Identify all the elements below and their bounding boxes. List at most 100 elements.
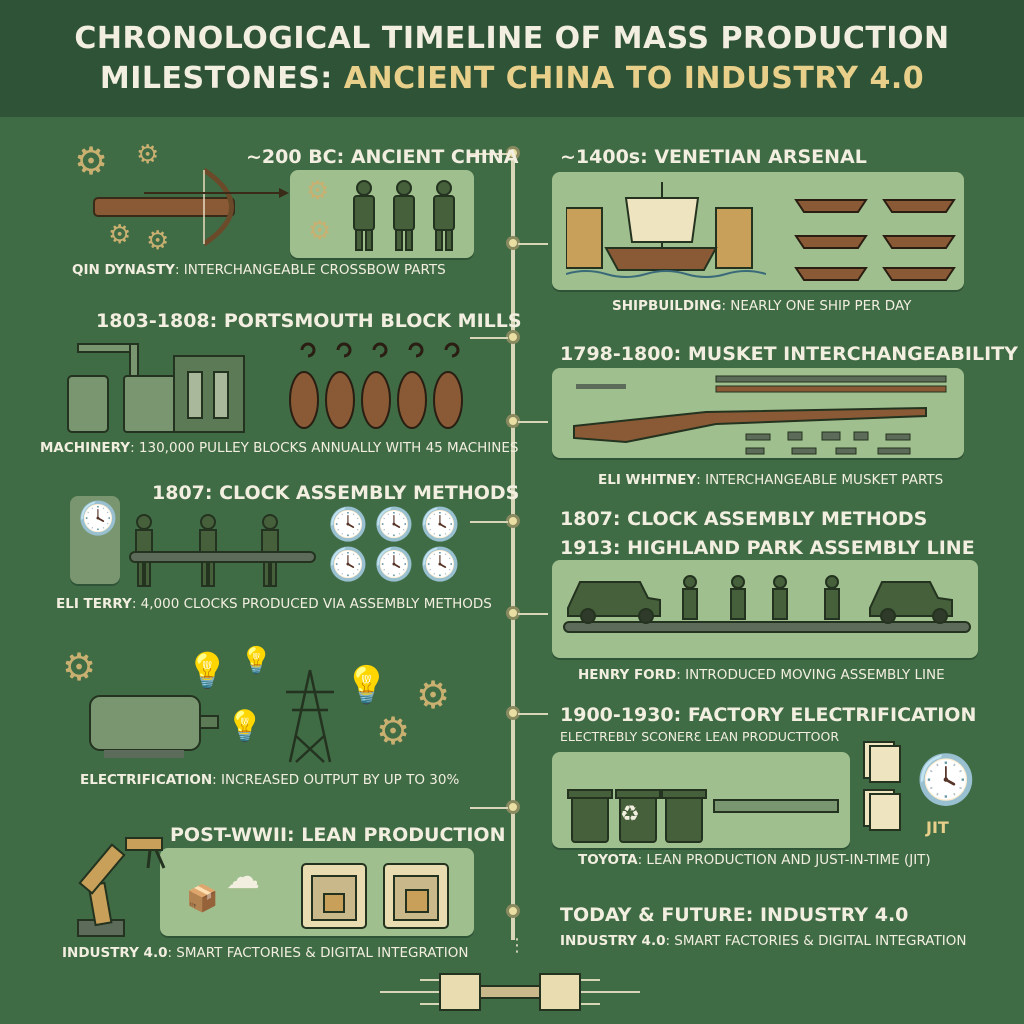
right-milestone-title-3a: 1807: CLOCK ASSEMBLY METHODS bbox=[560, 508, 928, 530]
caption-bold: HENRY FORD bbox=[578, 667, 677, 683]
right-caption-1: SHIPBUILDING: NEARLY ONE SHIP PER DAY bbox=[612, 298, 911, 314]
caption-bold: ELI TERRY bbox=[56, 596, 132, 612]
caption-bold: ELI WHITNEY bbox=[598, 472, 697, 488]
left-caption-5: INDUSTRY 4.0: SMART FACTORIES & DIGITAL … bbox=[62, 945, 468, 961]
musket-icon bbox=[573, 375, 947, 455]
caption-bold: ELECTRIFICATION bbox=[80, 772, 213, 788]
clock-cabinet bbox=[70, 496, 120, 584]
gear-icon: ⚙ bbox=[108, 220, 132, 250]
right-caption-5: INDUSTRY 4.0: SMART FACTORIES & DIGITAL … bbox=[560, 933, 966, 949]
clock-icon: 🕓 bbox=[328, 545, 368, 583]
plug-connector-icon bbox=[380, 973, 640, 1011]
clock-icon: 🕓 bbox=[420, 545, 460, 583]
caption-bold: INDUSTRY 4.0 bbox=[62, 945, 168, 961]
caption-text: : SMART FACTORIES & DIGITAL INTEGRATION bbox=[665, 933, 967, 949]
documents-icon bbox=[863, 741, 901, 831]
terracotta-warriors-icon bbox=[353, 180, 455, 251]
gear-icon: ⚙ bbox=[306, 176, 330, 206]
timeline-node bbox=[506, 800, 520, 814]
clock-icon: 🕓 bbox=[78, 499, 118, 537]
right-caption-3: HENRY FORD: INTRODUCED MOVING ASSEMBLY L… bbox=[578, 667, 945, 683]
caption-text: : SMART FACTORIES & DIGITAL INTEGRATION bbox=[167, 945, 469, 961]
clock-icon: 🕓 bbox=[420, 505, 460, 543]
right-subtitle-4: ELECTREBLY SCONERƐ LEAN PRODUCTTOOR bbox=[560, 729, 839, 744]
left-milestone-title-2: 1803-1808: PORTSMOUTH BLOCK MILLS bbox=[96, 310, 522, 332]
recycle-bins-icon bbox=[567, 789, 839, 843]
gear-icon: ⚙ bbox=[62, 645, 97, 689]
page-title-highlight: ANCIENT CHINA TO INDUSTRY 4.0 bbox=[343, 60, 925, 96]
timeline-spine bbox=[511, 150, 515, 940]
caption-bold: INDUSTRY 4.0 bbox=[560, 933, 666, 949]
header: CHRONOLOGICAL TIMELINE OF MASS PRODUCTIO… bbox=[0, 0, 1024, 117]
gear-icon: ⚙ bbox=[136, 140, 160, 170]
recycle-icon: ♻ bbox=[620, 802, 640, 827]
connector bbox=[518, 243, 548, 245]
caption-text: : INTERCHANGEABLE CROSSBOW PARTS bbox=[174, 262, 446, 278]
pulley-blocks-icon bbox=[289, 342, 463, 429]
clock-icon: 🕓 bbox=[374, 505, 414, 543]
assembly-line-icon bbox=[563, 575, 971, 633]
connector bbox=[518, 613, 548, 615]
connector bbox=[470, 807, 508, 809]
right-milestone-title-3b: 1913: HIGHLAND PARK ASSEMBLY LINE bbox=[560, 537, 975, 559]
right-milestone-title-5: TODAY & FUTURE: INDUSTRY 4.0 bbox=[560, 904, 909, 926]
electric-motor-icon bbox=[89, 695, 219, 758]
left-caption-2: MACHINERY: 130,000 PULLEY BLOCKS ANNUALL… bbox=[40, 440, 518, 456]
caption-bold: QIN DYNASTY bbox=[72, 262, 175, 278]
page-title-line2: MILESTONES: ANCIENT CHINA TO INDUSTRY 4.… bbox=[100, 59, 924, 99]
gear-icon: ⚙ bbox=[74, 139, 109, 183]
caption-bold: MACHINERY bbox=[40, 440, 131, 456]
left-caption-3: ELI TERRY: 4,000 CLOCKS PRODUCED VIA ASS… bbox=[56, 596, 492, 612]
clock-icon: 🕓 bbox=[328, 505, 368, 543]
caption-text: : 130,000 PULLEY BLOCKS ANNUALLY WITH 45… bbox=[130, 440, 519, 456]
lightbulb-icon: 💡 bbox=[186, 651, 229, 691]
caption-text: : NEARLY ONE SHIP PER DAY bbox=[721, 298, 912, 314]
right-caption-2: ELI WHITNEY: INTERCHANGEABLE MUSKET PART… bbox=[598, 472, 943, 488]
power-tower-icon bbox=[286, 669, 334, 763]
caption-bold: TOYOTA bbox=[578, 852, 638, 868]
caption-text: : 4,000 CLOCKS PRODUCED VIA ASSEMBLY MET… bbox=[131, 596, 492, 612]
right-milestone-title-4: 1900-1930: FACTORY ELECTRIFICATION bbox=[560, 704, 977, 726]
timeline-node bbox=[506, 514, 520, 528]
caption-text: : INTERCHANGEABLE MUSKET PARTS bbox=[696, 472, 944, 488]
gear-icon: ⚙ bbox=[146, 226, 170, 256]
connector bbox=[470, 153, 508, 155]
lightbulb-icon: 💡 bbox=[240, 646, 273, 676]
galleon-icon bbox=[566, 182, 766, 278]
connector bbox=[518, 421, 548, 423]
gear-icon: ⚙ bbox=[376, 709, 411, 753]
lightbulb-icon: 💡 bbox=[344, 665, 389, 706]
right-milestone-title-1: ~1400s: VENETIAN ARSENAL bbox=[560, 146, 867, 168]
connector bbox=[470, 337, 508, 339]
right-caption-4: TOYOTA: LEAN PRODUCTION AND JUST-IN-TIME… bbox=[578, 852, 931, 868]
caption-text: : LEAN PRODUCTION AND JUST-IN-TIME (JIT) bbox=[637, 852, 931, 868]
3d-printer-icon bbox=[301, 863, 449, 929]
left-milestone-title-1: ~200 BC: ANCIENT CHINA bbox=[246, 146, 519, 168]
page-title-line2-plain: MILESTONES: bbox=[99, 60, 344, 96]
connector bbox=[470, 521, 508, 523]
timeline-node bbox=[506, 904, 520, 918]
cloud-icon: ☁ bbox=[226, 857, 260, 897]
page-title-line1: CHRONOLOGICAL TIMELINE OF MASS PRODUCTIO… bbox=[74, 20, 950, 56]
clock-icon: 🕓 bbox=[374, 545, 414, 583]
continuation-dots: ⋮ bbox=[508, 935, 526, 956]
left-caption-4: ELECTRIFICATION: INCREASED OUTPUT BY UP … bbox=[80, 772, 459, 788]
left-milestone-title-3: 1807: CLOCK ASSEMBLY METHODS bbox=[152, 482, 520, 504]
gear-icon: ⚙ bbox=[308, 216, 332, 246]
connector bbox=[518, 713, 548, 715]
caption-text: : INCREASED OUTPUT BY UP TO 30% bbox=[212, 772, 460, 788]
jit-badge: JIT bbox=[926, 818, 949, 837]
clock-icon: 🕓 bbox=[916, 752, 976, 808]
gear-icon: ⚙ bbox=[416, 673, 451, 717]
right-milestone-title-2: 1798-1800: MUSKET INTERCHANGEABILITY bbox=[560, 343, 1018, 365]
left-milestone-title-5: POST-WWII: LEAN PRODUCTION bbox=[170, 824, 506, 846]
robot-arm-icon bbox=[77, 837, 166, 937]
ship-hulls-icon bbox=[794, 199, 956, 281]
timeline-node bbox=[506, 330, 520, 344]
crossbow-icon bbox=[93, 167, 289, 247]
machinery-icon bbox=[67, 343, 245, 433]
lightbulb-icon: 💡 bbox=[226, 709, 264, 744]
left-caption-1: QIN DYNASTY: INTERCHANGEABLE CROSSBOW PA… bbox=[72, 262, 446, 278]
caption-bold: SHIPBUILDING bbox=[612, 298, 722, 314]
smartphone-icon: 📦 bbox=[186, 884, 219, 914]
